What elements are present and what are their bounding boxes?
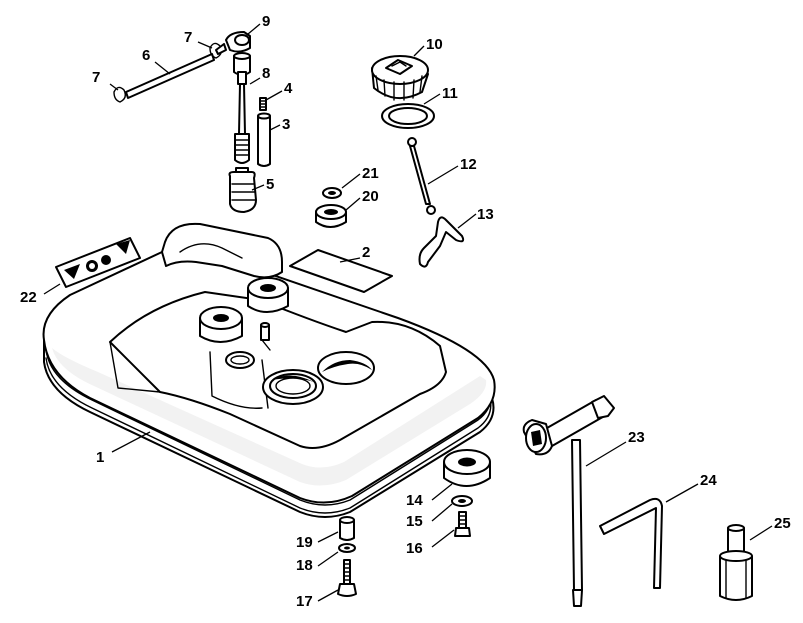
spacer-bolt bbox=[719, 524, 753, 601]
callout-2: 2 bbox=[362, 244, 370, 261]
callout-11: 11 bbox=[442, 85, 458, 102]
leader-lines bbox=[43, 23, 773, 602]
callout-5: 5 bbox=[266, 176, 274, 193]
callout-10: 10 bbox=[426, 36, 443, 53]
callout-21: 21 bbox=[362, 165, 379, 182]
retaining-cord bbox=[407, 137, 436, 215]
callout-19: 19 bbox=[296, 534, 313, 551]
elbow-fitting bbox=[215, 31, 251, 55]
fuel-line bbox=[125, 53, 215, 99]
callout-7-left: 7 bbox=[92, 69, 100, 86]
spring-pin bbox=[259, 97, 267, 111]
spacer-sleeve bbox=[339, 516, 355, 541]
callout-labels: 1 2 3 4 5 6 7 7 8 9 10 11 12 13 14 15 16… bbox=[20, 13, 791, 610]
washer-18 bbox=[338, 543, 356, 553]
callout-16: 16 bbox=[406, 540, 423, 557]
gasket-plate bbox=[289, 249, 393, 293]
tank-cap bbox=[371, 55, 429, 101]
guide-tube bbox=[257, 112, 271, 167]
washer-21 bbox=[322, 187, 342, 199]
pickup-body bbox=[233, 52, 251, 164]
callout-1: 1 bbox=[96, 449, 104, 466]
hose-clip-left bbox=[113, 86, 127, 103]
callout-4: 4 bbox=[284, 80, 293, 97]
callout-22: 22 bbox=[20, 289, 37, 306]
callout-14: 14 bbox=[406, 492, 423, 509]
strap-clip bbox=[418, 216, 465, 268]
callout-13: 13 bbox=[477, 206, 494, 223]
callout-3: 3 bbox=[282, 116, 290, 133]
callout-24: 24 bbox=[700, 472, 717, 489]
combination-wrench bbox=[522, 395, 615, 607]
screw-16 bbox=[454, 511, 471, 537]
rubber-foot bbox=[443, 449, 491, 487]
callout-17: 17 bbox=[296, 593, 313, 610]
callout-8: 8 bbox=[262, 65, 270, 82]
callout-6: 6 bbox=[142, 47, 150, 64]
cap-seal bbox=[381, 103, 435, 129]
callout-15: 15 bbox=[406, 513, 423, 530]
fuel-tank bbox=[42, 222, 496, 518]
grommet-20 bbox=[315, 204, 347, 228]
hex-key bbox=[599, 497, 663, 589]
callout-9: 9 bbox=[262, 13, 270, 30]
callout-7-right: 7 bbox=[184, 29, 192, 46]
washer-15 bbox=[451, 495, 473, 507]
decal-label bbox=[55, 237, 141, 288]
callout-23: 23 bbox=[628, 429, 645, 446]
callout-25: 25 bbox=[774, 515, 791, 532]
bolt-17 bbox=[337, 559, 357, 597]
callout-12: 12 bbox=[460, 156, 477, 173]
callout-18: 18 bbox=[296, 557, 313, 574]
callout-20: 20 bbox=[362, 188, 379, 205]
